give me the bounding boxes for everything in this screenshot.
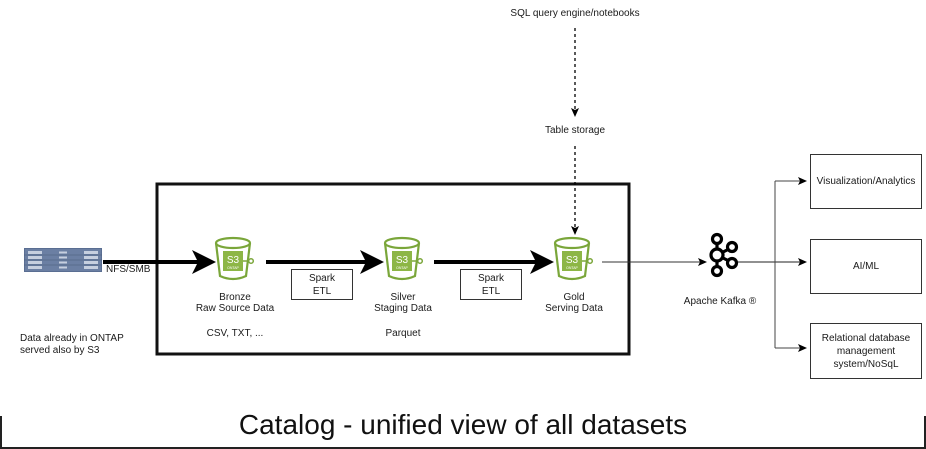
table-storage-label: Table storage	[544, 125, 606, 136]
s3-ontap-bucket-icon: S3 ONTAP	[383, 236, 424, 281]
transform-box-spark-etl-1: Spark ETL	[291, 269, 353, 300]
stage-description: Staging Data	[374, 303, 432, 314]
transform-line2: ETL	[312, 285, 332, 297]
kafka-label: Apache Kafka ®	[683, 296, 757, 307]
source-note-line1: Data already in ONTAP	[20, 333, 124, 344]
svg-text:S3: S3	[227, 255, 240, 266]
consumer-label: AI/ML	[852, 261, 880, 272]
consumer-box-visualization: Visualization/Analytics	[810, 154, 922, 209]
svg-text:S3: S3	[396, 255, 409, 266]
svg-text:ONTAP: ONTAP	[227, 266, 239, 270]
transform-box-spark-etl-2: Spark ETL	[460, 269, 522, 300]
transform-line1: Spark	[477, 272, 505, 284]
svg-text:S3: S3	[566, 255, 579, 266]
source-note-line2: served also by S3	[20, 345, 100, 356]
stage-description: Serving Data	[545, 303, 603, 314]
svg-text:ONTAP: ONTAP	[396, 266, 408, 270]
catalog-frame	[0, 416, 926, 449]
stage-name: Gold	[563, 292, 585, 303]
svg-text:ONTAP: ONTAP	[566, 266, 578, 270]
protocol-label: NFS/SMB	[106, 264, 151, 275]
transform-line1: Spark	[308, 272, 336, 284]
storage-server-icon	[24, 248, 102, 272]
consumer-box-rdbms: Relational database management system/No…	[810, 323, 922, 379]
kafka-icon	[709, 232, 739, 278]
stage-format: Parquet	[385, 328, 421, 339]
catalog-title: Catalog - unified view of all datasets	[238, 409, 688, 440]
stage-description: Raw Source Data	[195, 303, 275, 314]
sql-engine-label: SQL query engine/notebooks	[510, 8, 640, 19]
consumer-label-line3: system/NoSqL	[833, 358, 899, 370]
consumer-label-line1: Relational database	[821, 332, 911, 344]
transform-line2: ETL	[481, 285, 501, 297]
s3-ontap-bucket-icon: S3 ONTAP	[553, 236, 594, 281]
pipeline-container	[155, 182, 631, 356]
stage-format: CSV, TXT, ...	[206, 328, 264, 339]
stage-name: Bronze	[219, 292, 251, 303]
consumer-label-line2: management	[836, 345, 896, 357]
s3-ontap-bucket-icon: S3 ONTAP	[214, 236, 255, 281]
consumer-label: Visualization/Analytics	[816, 176, 916, 187]
consumer-box-ai-ml: AI/ML	[810, 239, 922, 294]
stage-name: Silver	[390, 292, 416, 303]
